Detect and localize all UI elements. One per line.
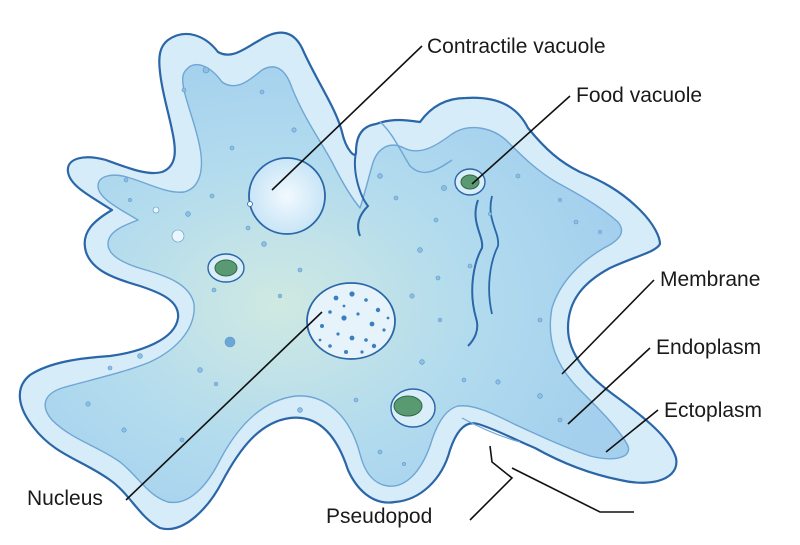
label-ectoplasm: Ectoplasm	[664, 399, 763, 422]
membrane-fold-left	[354, 151, 370, 237]
label-pseudopod: Pseudopod	[326, 505, 433, 528]
nucleus	[306, 282, 396, 360]
pseudopod-bracket	[511, 467, 634, 513]
leader-contractile	[271, 45, 423, 191]
label-endoplasm: Endoplasm	[656, 336, 762, 359]
label-contractile-vacuole: Contractile vacuole	[427, 35, 606, 58]
vacuole-droplet	[247, 201, 253, 207]
leader-food	[471, 95, 571, 185]
leader-lines	[125, 45, 659, 521]
membrane-fold-top	[379, 121, 453, 174]
chromatin-dots	[318, 291, 390, 354]
leader-membrane	[561, 279, 655, 375]
leader-nucleus	[125, 311, 323, 501]
membrane-fold-right	[467, 199, 484, 347]
leader-ectoplasm	[605, 409, 659, 453]
label-food-vacuole: Food vacuole	[576, 84, 703, 107]
cytoplasm-granules	[85, 66, 602, 466]
food-vacuole-left	[207, 253, 245, 283]
food-vacuole-bottom	[390, 388, 436, 428]
leader-endoplasm	[567, 347, 651, 425]
food-vacuole-top	[454, 168, 486, 196]
label-membrane: Membrane	[660, 268, 761, 291]
label-nucleus: Nucleus	[27, 487, 103, 510]
leader-pseudopod	[469, 445, 514, 521]
contractile-vacuole	[248, 157, 326, 235]
ectoplasm-crease-bottom	[461, 417, 521, 443]
